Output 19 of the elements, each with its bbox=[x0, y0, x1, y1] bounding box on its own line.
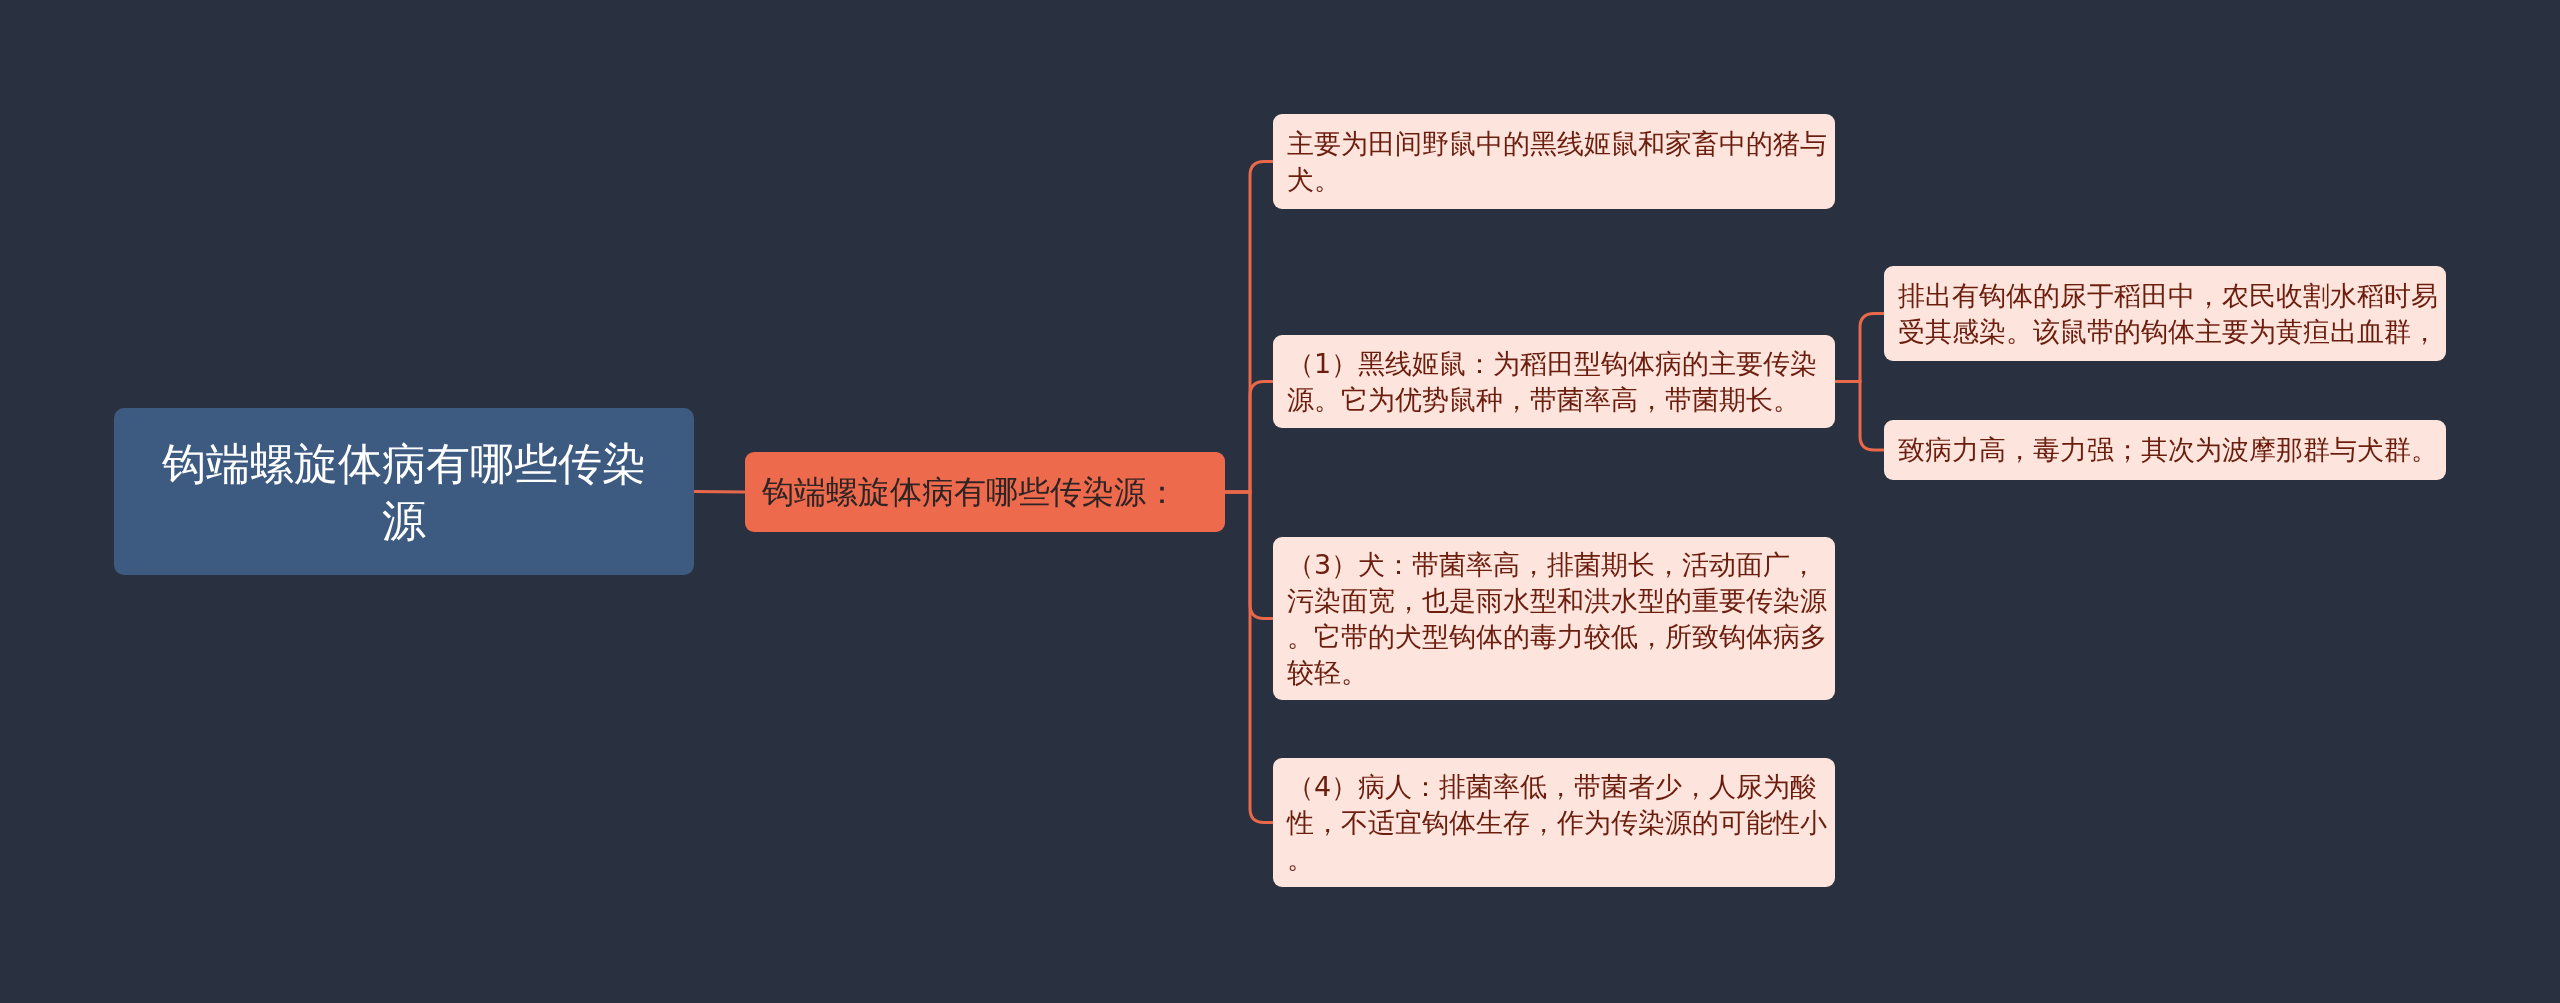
connector-line bbox=[692, 490, 747, 494]
main-topic-text: 钩端螺旋体病有哪些传染源： bbox=[762, 472, 1179, 513]
note-text: （4）病人：排菌率低，带菌者少，人尿为酸性，不适宜钩体生存，作为传染源的可能性小。 bbox=[1287, 769, 1828, 876]
note-text: （1）黑线姬鼠：为稻田型钩体病的主要传染源。它为优势鼠种，带菌率高，带菌期长。 bbox=[1287, 346, 1819, 417]
note-text: 主要为田间野鼠中的黑线姬鼠和家畜中的猪与犬。 bbox=[1287, 126, 1828, 197]
note-box bbox=[1273, 758, 1835, 887]
note-box bbox=[1273, 114, 1835, 209]
root-topic-box bbox=[114, 408, 694, 575]
note-box bbox=[1884, 420, 2446, 480]
note-text: （3）犬：带菌率高，排菌期长，活动面广，污染面宽，也是雨水型和洪水型的重要传染源。它带的犬型钩体的毒力较低，所致钩体病多较轻。 bbox=[1287, 547, 1828, 690]
connector-line bbox=[1833, 380, 1886, 452]
note-text: 致病力高，毒力强；其次为波摩那群与犬群。 bbox=[1898, 433, 2439, 467]
note-box bbox=[1884, 266, 2446, 361]
note-text: 排出有钩体的尿于稻田中，农民收割水稻时易受其感染。该鼠带的钩体主要为黄疸出血群， bbox=[1898, 278, 2439, 349]
main-topic-box bbox=[745, 452, 1225, 532]
note-box bbox=[1273, 335, 1835, 428]
connector-line bbox=[1223, 490, 1275, 824]
note-box bbox=[1273, 537, 1835, 700]
root-topic-text: 钩端螺旋体病有哪些传染源 bbox=[161, 436, 647, 548]
